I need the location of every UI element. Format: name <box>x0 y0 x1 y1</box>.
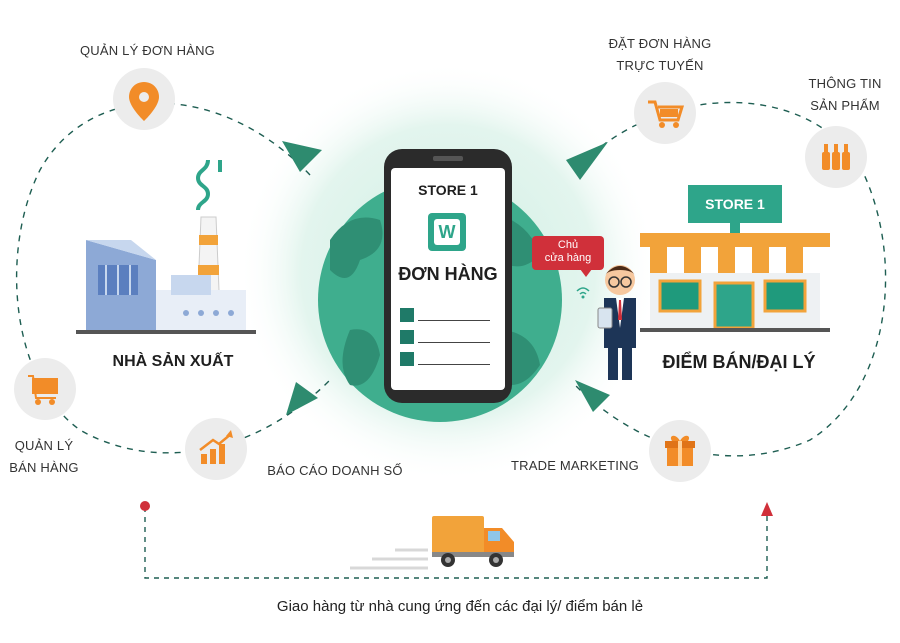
arrow-left-bottom <box>286 382 318 415</box>
speech-bubble: Chủ cửa hàng <box>532 236 604 270</box>
globe-continent <box>342 329 380 386</box>
phone-title: ĐƠN HÀNG <box>398 264 498 284</box>
bag-cart-icon[interactable] <box>14 358 76 420</box>
store-sign-text: STORE 1 <box>705 196 765 212</box>
checklist-item <box>400 352 414 366</box>
label-quan-ly-ban-hang-line2: BÁN HÀNG <box>9 460 79 476</box>
speech-bubble-line2: cửa hàng <box>544 252 592 264</box>
delivery-start-dot <box>140 501 150 511</box>
label-thong-tin-san-pham: THÔNG TIN SẢN PHẨM <box>790 73 900 117</box>
factory-icon <box>76 159 256 334</box>
label-bao-cao-doanh-so: BÁO CÁO DOANH SỐ <box>267 463 403 478</box>
location-pin-icon[interactable] <box>113 68 175 130</box>
growth-chart-icon[interactable] <box>185 418 247 480</box>
label-nha-san-xuat: NHÀ SẢN XUẤT <box>112 353 234 370</box>
speech-bubble-line1: Chủ <box>557 239 579 251</box>
label-diem-ban-dai-ly: ĐIỂM BÁN/ĐẠI LÝ <box>662 352 816 372</box>
delivery-path <box>144 507 768 579</box>
arrow-right-top <box>566 142 608 180</box>
label-thong-tin-line2: SẢN PHẨM <box>810 98 880 114</box>
phone-illustration <box>384 149 512 403</box>
label-dat-don-hang: ĐẶT ĐƠN HÀNG TRỰC TUYẾN <box>585 33 735 77</box>
label-quan-ly-ban-hang: QUẢN LÝ BÁN HÀNG <box>0 435 88 479</box>
gift-icon[interactable] <box>649 420 711 482</box>
label-thong-tin-line1: THÔNG TIN <box>808 76 882 91</box>
app-logo[interactable]: W <box>428 213 466 251</box>
checklist-line <box>418 364 490 365</box>
arrow-left-top <box>282 141 322 172</box>
globe-continent <box>330 217 383 278</box>
phone-store-label: STORE 1 <box>418 182 478 198</box>
label-quan-ly-don-hang: QUẢN LÝ ĐƠN HÀNG <box>80 43 215 58</box>
shopping-cart-icon[interactable] <box>634 82 696 144</box>
delivery-end-arrow <box>761 502 773 516</box>
label-trade-marketing: TRADE MARKETING <box>511 458 639 473</box>
app-logo-letter: W <box>434 219 460 245</box>
truck-icon <box>432 516 514 567</box>
label-quan-ly-ban-hang-line1: QUẢN LÝ <box>14 438 74 453</box>
checklist-item <box>400 330 414 344</box>
checklist-item <box>400 308 414 322</box>
wifi-icon <box>576 287 590 299</box>
label-dat-don-hang-line2: TRỰC TUYẾN <box>616 58 704 74</box>
label-dat-don-hang-line1: ĐẶT ĐƠN HÀNG <box>608 36 712 51</box>
checklist-line <box>418 342 490 343</box>
checklist-line <box>418 320 490 321</box>
right-orbit <box>574 101 887 457</box>
footer-caption: Giao hàng từ nhà cung ứng đến các đại lý… <box>276 598 644 615</box>
speech-bubble-tail <box>580 269 592 277</box>
shop-icon <box>640 185 830 332</box>
bottles-icon[interactable] <box>805 126 867 188</box>
arrow-right-bottom <box>575 380 610 412</box>
shop-owner <box>597 265 636 380</box>
